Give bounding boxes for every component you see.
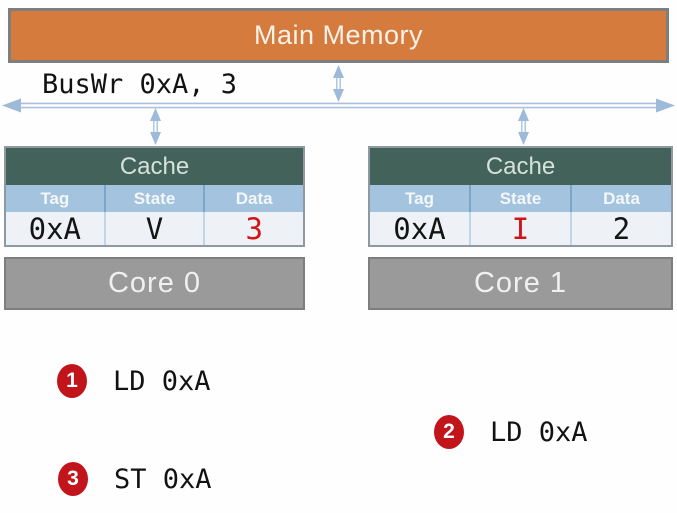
cache1-entry-row: 0xA I 2 (370, 211, 671, 246)
event-2-text: LD 0xA (490, 416, 588, 448)
core1-box: Core 1 (368, 257, 673, 310)
cache0-entry-row: 0xA V 3 (6, 211, 303, 246)
core1-label: Core 1 (473, 267, 568, 299)
cache1-state-value: I (469, 212, 570, 246)
event-3-text: ST 0xA (114, 463, 212, 495)
bus-transaction-label: BusWr 0xA, 3 (42, 69, 238, 100)
cache0-col-tag: Tag (40, 188, 70, 208)
cache1-col-data: Data (570, 185, 671, 212)
cache0-col-state: State (103, 185, 204, 212)
bus-cache1-connector (518, 108, 529, 145)
cache1-col-state: State (469, 185, 570, 212)
cache0-title: Cache (6, 148, 303, 185)
cache1-col-tag: Tag (405, 188, 434, 208)
bus-cache0-connector (150, 108, 161, 145)
core0-box: Core 0 (4, 257, 305, 310)
cache0-state-value: V (103, 212, 204, 246)
event-3: 3 ST 0xA (58, 462, 212, 496)
main-memory-box: Main Memory (8, 8, 669, 63)
cache0-data-value: 3 (203, 212, 303, 246)
bus-arrowhead-left (2, 98, 21, 113)
bus-arrowhead-right (656, 98, 675, 113)
cache0-block: Cache Tag State Data 0xA V 3 (4, 146, 305, 247)
main-memory-label: Main Memory (253, 20, 424, 50)
memory-bus-connector (333, 65, 344, 102)
event-1-text: LD 0xA (113, 365, 211, 397)
cache1-column-headers: Tag State Data (370, 185, 671, 212)
core0-label: Core 0 (107, 267, 202, 299)
cache1-tag-value: 0xA (393, 211, 446, 246)
cache1-title: Cache (370, 148, 671, 185)
event-3-badge: 3 (58, 462, 88, 496)
event-2-badge: 2 (434, 415, 464, 449)
bus-line (16, 102, 661, 109)
cache0-tag-value: 0xA (28, 211, 82, 246)
cache0-column-headers: Tag State Data (6, 185, 303, 212)
cache1-block: Cache Tag State Data 0xA I 2 (368, 146, 673, 247)
event-1-badge: 1 (57, 364, 87, 398)
event-2: 2 LD 0xA (434, 415, 588, 449)
cache1-data-value: 2 (570, 212, 671, 246)
event-1: 1 LD 0xA (57, 364, 211, 398)
cache0-col-data: Data (203, 185, 303, 212)
